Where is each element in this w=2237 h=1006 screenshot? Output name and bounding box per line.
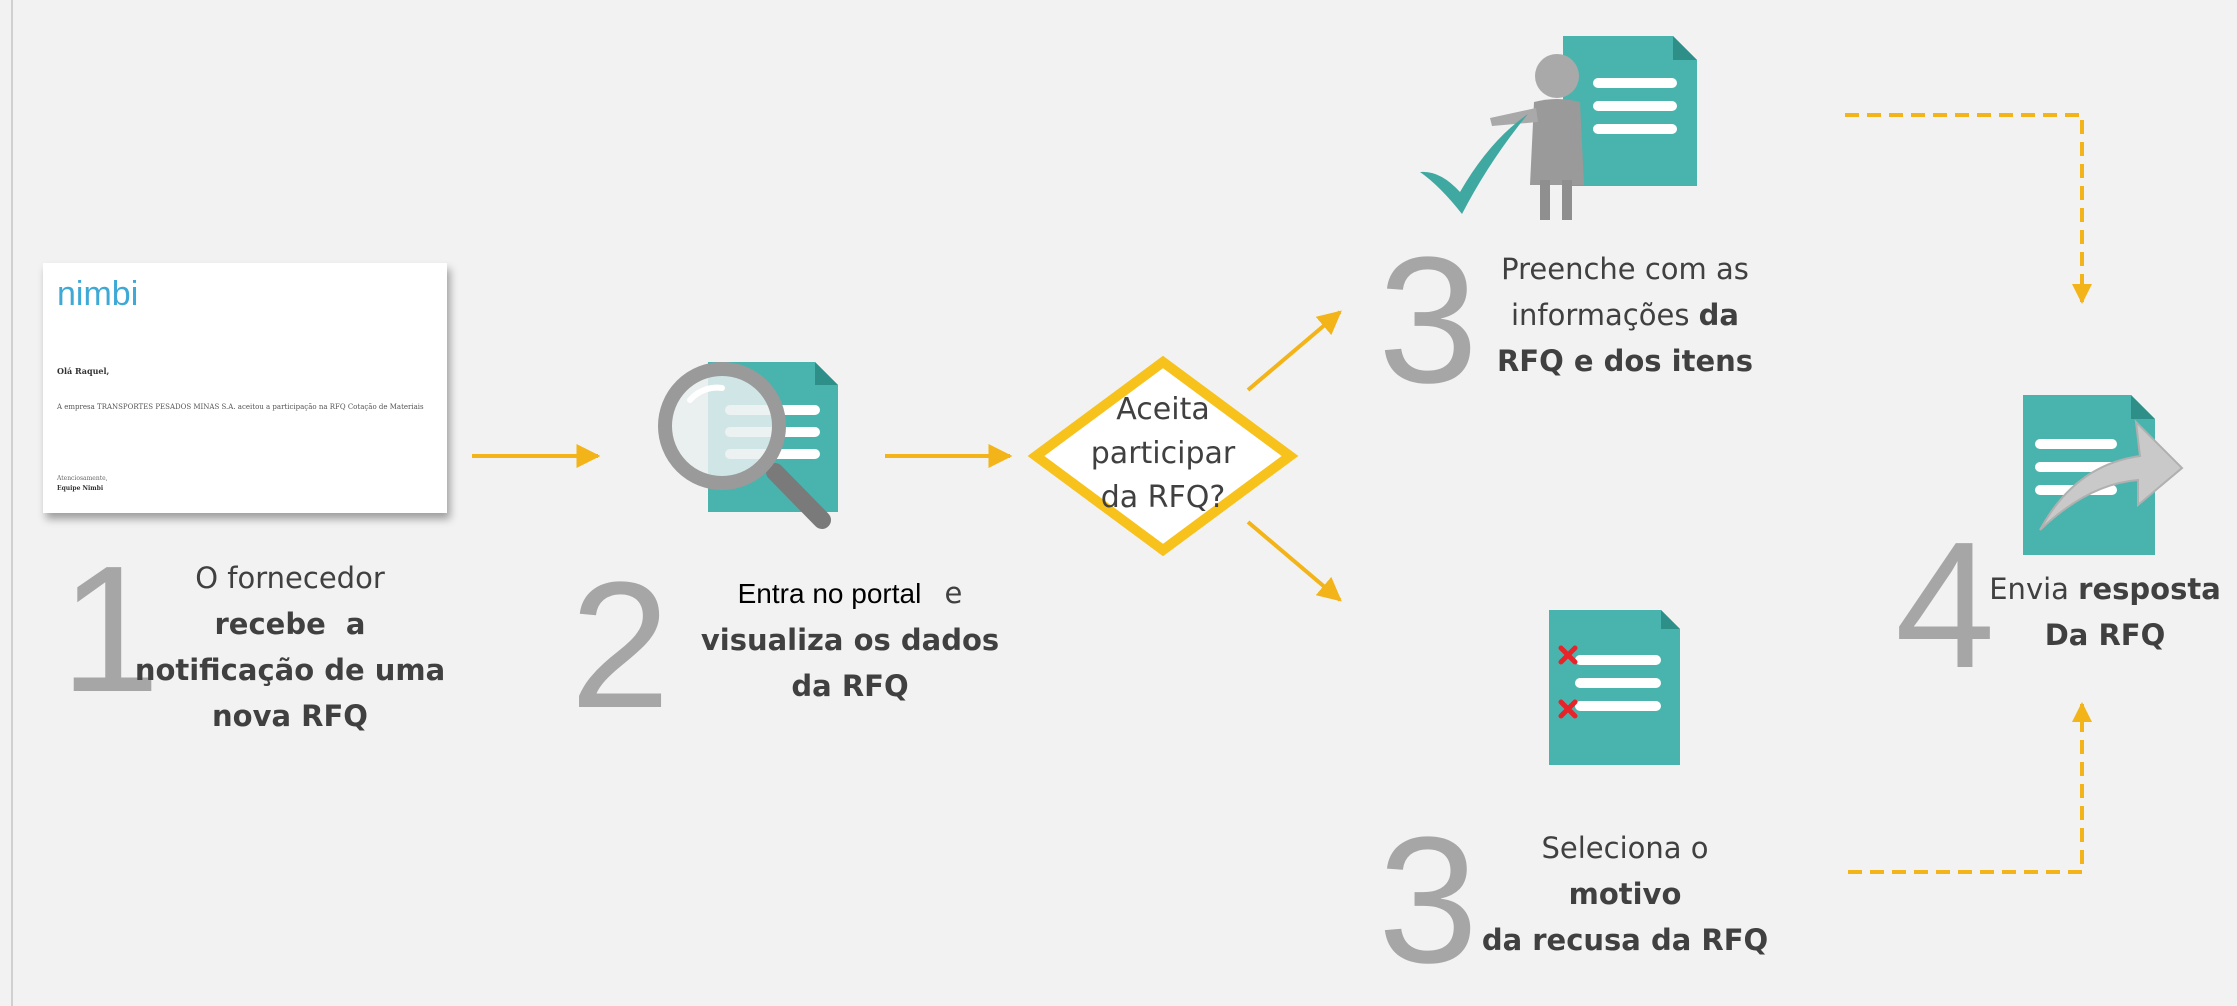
step-4-line-1-a: Envia bbox=[1989, 572, 2069, 606]
step-4-number: 4 bbox=[1895, 505, 1996, 706]
step-2-line-1: Entra no portal e bbox=[680, 570, 1020, 617]
step-2-line-1-a: Entra no portal bbox=[737, 578, 922, 609]
nimbi-logo: nimbi bbox=[57, 275, 139, 313]
step-4-caption: Envia resposta Da RFQ bbox=[1985, 566, 2225, 658]
step-1-line-4: nova RFQ bbox=[212, 699, 368, 733]
step-3b-line-2: motivo bbox=[1568, 877, 1682, 911]
arrow-decision-to-accept bbox=[1246, 310, 1342, 392]
step-1-line-2: recebe a bbox=[214, 607, 366, 641]
search-document-icon bbox=[658, 362, 838, 529]
step-1-line-3: notificação de uma bbox=[134, 653, 446, 687]
step-2-line-1-b: e bbox=[944, 576, 963, 610]
step-2-line-2: visualiza os dados bbox=[700, 623, 1000, 657]
step-4-line-1-b: resposta bbox=[2078, 572, 2221, 606]
refusal-document-icon bbox=[1549, 610, 1680, 765]
email-greeting: Olá Raquel, bbox=[57, 366, 110, 376]
step-3b-number: 3 bbox=[1378, 800, 1479, 1001]
decision-line-1: Aceita bbox=[1116, 392, 1210, 427]
step-2-line-3: da RFQ bbox=[791, 669, 909, 703]
step-3a-line-3: RFQ e dos itens bbox=[1496, 344, 1754, 378]
decision-text: Aceita participar da RFQ? bbox=[1063, 388, 1263, 520]
step-3b-line-3: da recusa da RFQ bbox=[1481, 923, 1769, 957]
step-1-number: 1 bbox=[60, 529, 161, 730]
step-4-line-1: Envia resposta bbox=[1985, 566, 2225, 612]
dashed-arrow-bottom bbox=[1848, 702, 2092, 874]
step-2-caption: Entra no portal e visualiza os dados da … bbox=[680, 570, 1020, 709]
step-3a-line-2-a: informações bbox=[1510, 298, 1690, 332]
step-1-caption: O fornecedor recebe a notificação de uma… bbox=[130, 555, 450, 739]
step-2-number: 2 bbox=[570, 545, 671, 746]
email-sign-off: Atenciosamente, bbox=[57, 475, 108, 482]
send-document-icon bbox=[2023, 395, 2184, 555]
decision-line-3: da RFQ? bbox=[1100, 480, 1226, 515]
person-check-document-icon bbox=[1420, 36, 1697, 220]
step-3a-number: 3 bbox=[1378, 220, 1479, 421]
step-3b-line-1: Seleciona o bbox=[1541, 831, 1709, 865]
cross-mark-icon bbox=[1558, 645, 1578, 719]
step-3a-line-1: Preenche com as bbox=[1501, 252, 1749, 286]
left-border bbox=[11, 0, 13, 1006]
step-3a-caption: Preenche com as informações da RFQ e dos… bbox=[1470, 246, 1780, 384]
arrow-decision-to-refuse bbox=[1246, 520, 1342, 602]
step-1-line-1: O fornecedor bbox=[195, 561, 385, 595]
step-3b-caption: Seleciona o motivo da recusa da RFQ bbox=[1470, 825, 1780, 963]
email-body: A empresa TRANSPORTES PESADOS MINAS S.A.… bbox=[57, 403, 424, 411]
step-3a-line-2-b: da bbox=[1698, 298, 1739, 332]
email-notification-card: nimbi Olá Raquel, A empresa TRANSPORTES … bbox=[43, 263, 447, 513]
step-4-line-2: Da RFQ bbox=[2044, 618, 2166, 652]
dashed-arrow-top bbox=[1845, 113, 2092, 304]
decision-diamond bbox=[1027, 355, 1299, 557]
email-sender: Equipe Nimbi bbox=[57, 485, 104, 492]
step-3a-line-2: informações da bbox=[1470, 292, 1780, 338]
decision-line-2: participar bbox=[1090, 436, 1236, 471]
